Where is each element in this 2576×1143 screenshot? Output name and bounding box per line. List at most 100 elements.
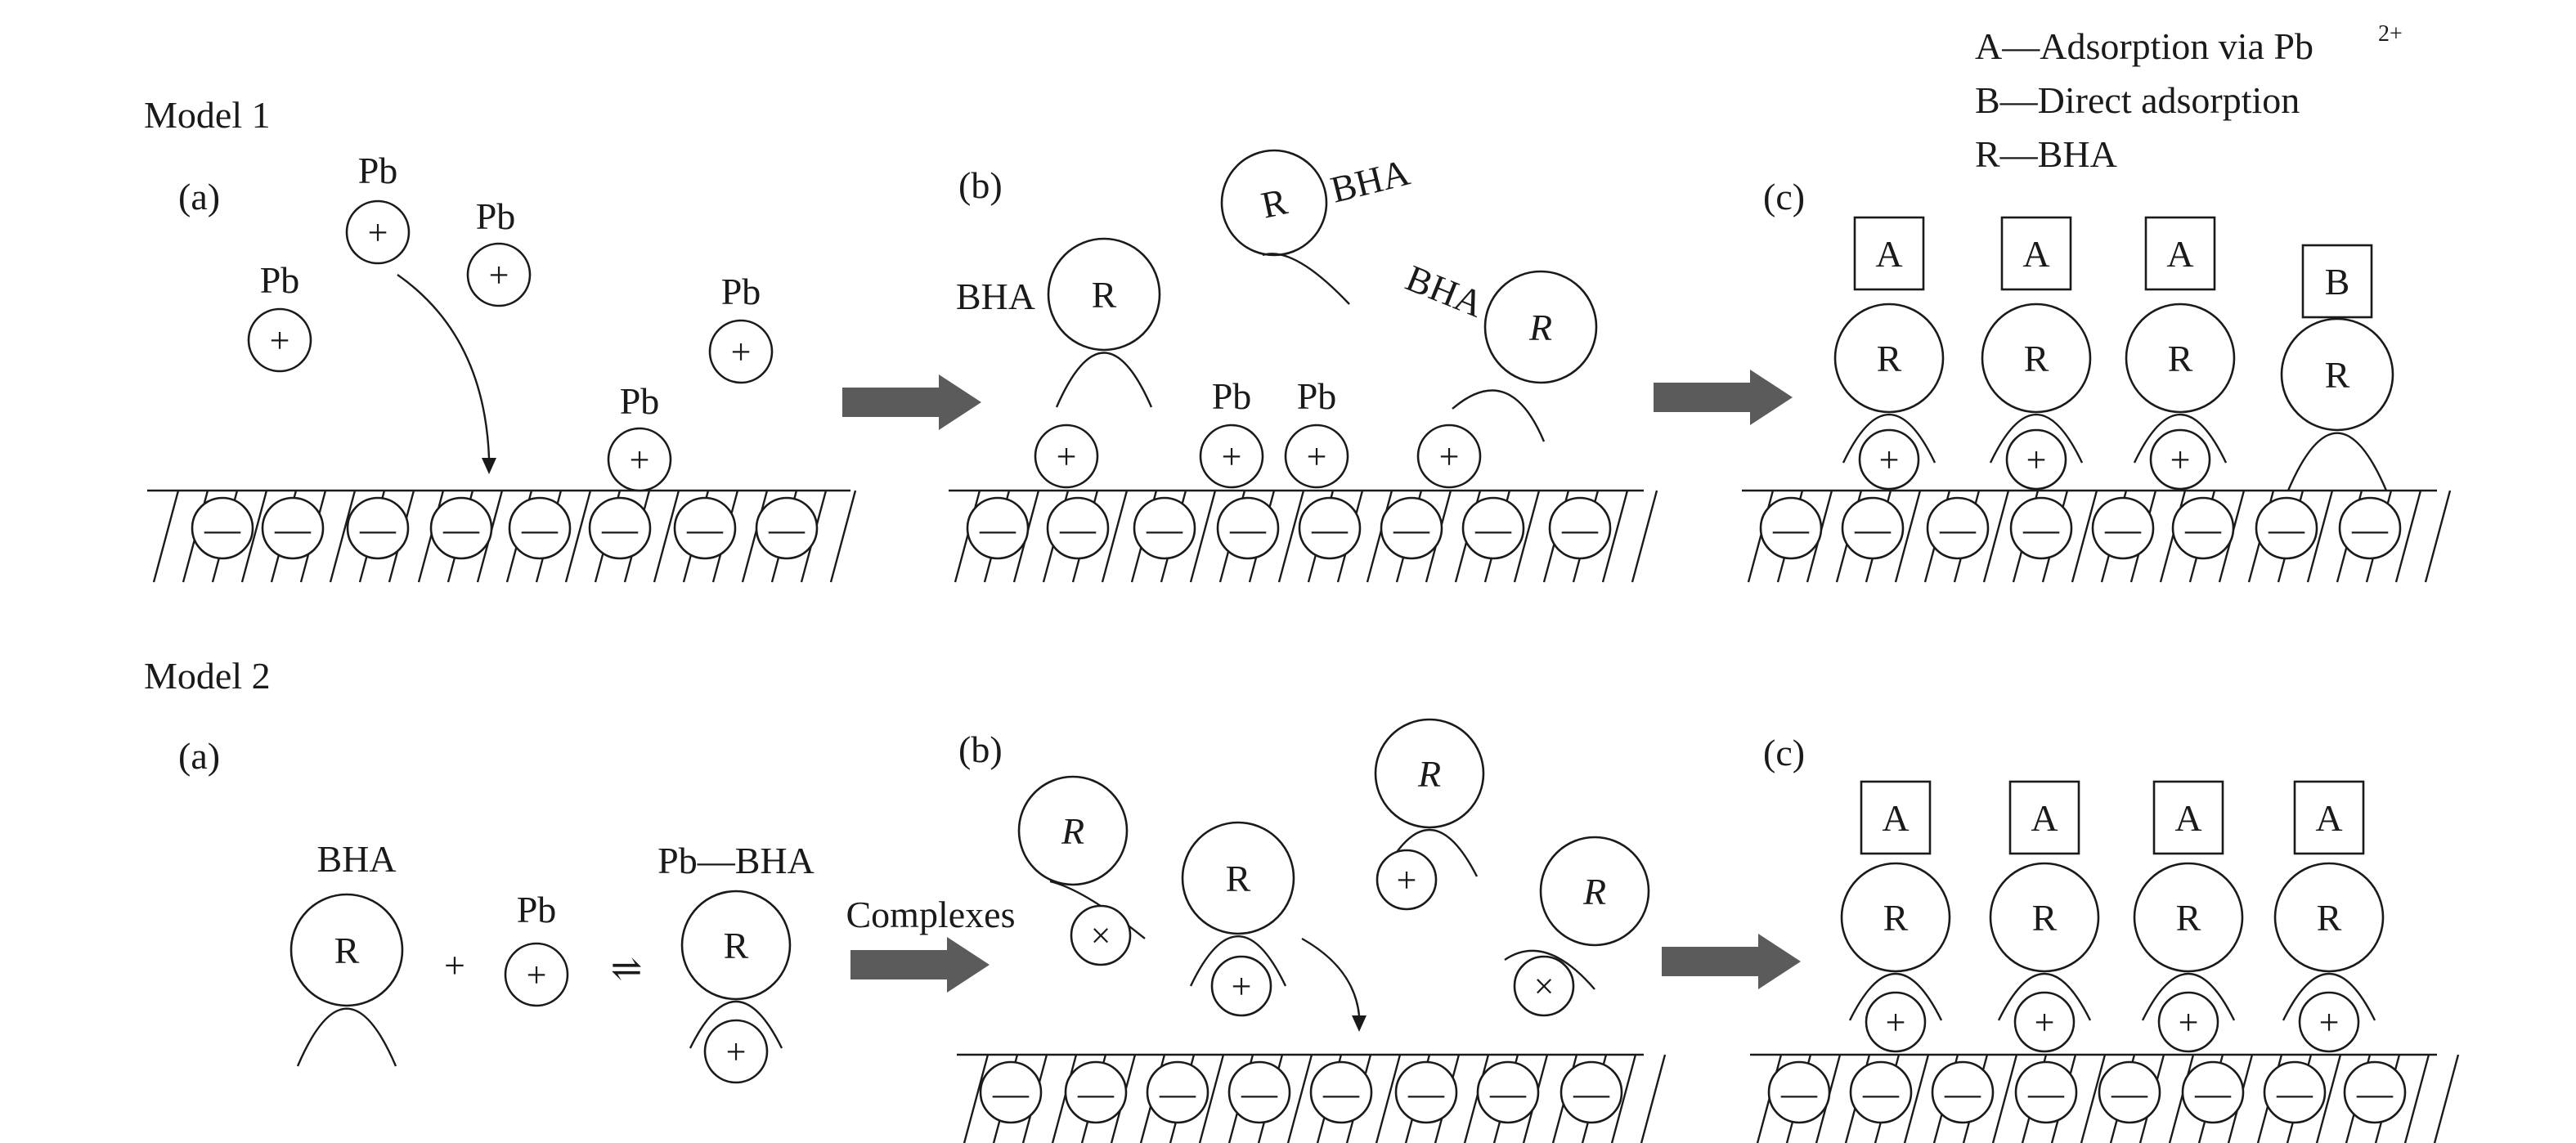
bha-circle: [1539, 836, 1650, 947]
r-label: R: [1528, 307, 1552, 348]
minus-sign: —: [442, 509, 480, 549]
bha-binding-arc: [1997, 973, 2092, 1021]
pb-ion: ×: [1513, 955, 1575, 1017]
negative-ion: [1046, 496, 1110, 560]
negative-ion: [2091, 496, 2155, 560]
minus-sign: —: [1780, 1074, 1818, 1114]
type-box: [1853, 216, 1925, 291]
hatch-line: [2080, 1054, 2107, 1143]
negative-ion: [2014, 1060, 2078, 1124]
adsorption-type-box: A: [2000, 216, 2072, 291]
hatch-line: [2306, 490, 2334, 583]
hatch-line: [152, 490, 180, 583]
negative-ion: [588, 496, 652, 560]
pb-ion-circle: [1199, 424, 1264, 489]
minus-sign: —: [1474, 509, 1512, 549]
hatch-line: [2394, 490, 2422, 583]
negative-ion: [1476, 1060, 1540, 1124]
surface-m1b: ————————: [949, 489, 1658, 583]
bha-circle: [2133, 862, 2244, 973]
bha-binding-arc: [1055, 352, 1153, 408]
hatch-line: [1610, 1054, 1637, 1143]
bha-molecule: R: [2125, 303, 2236, 464]
pb-ion: +: [1416, 424, 1482, 489]
bha-molecule: R: [1047, 237, 1161, 408]
hatch-line: [1991, 1054, 2018, 1143]
hatch-line: [1286, 1054, 1313, 1143]
bha-molecule: R: [2133, 862, 2244, 1021]
pb-ion: +: [1199, 424, 1264, 489]
pb-ion-circle: [2005, 428, 2067, 491]
bha-binding-arc: [1452, 389, 1546, 442]
pb-ion: ×: [1070, 904, 1132, 966]
pb-label: Pb: [476, 195, 516, 237]
r-label: R: [1092, 274, 1117, 316]
pb-ion-circle: [2149, 428, 2211, 491]
pb-ion-circle: [466, 242, 532, 307]
minus-sign: —: [1077, 1074, 1115, 1114]
pb-ion-circle: [703, 1019, 769, 1084]
negative-ion: [979, 1060, 1043, 1124]
plus-sign: +: [2035, 1002, 2055, 1042]
negative-ion: [1931, 1060, 1995, 1124]
type-box: [2144, 216, 2216, 291]
adsorption-type-box: A: [2144, 216, 2216, 291]
bha-molecule: R: [1374, 718, 1485, 877]
pb-ion-circle: [1210, 955, 1272, 1017]
pb-bha-label: Pb—BHA: [657, 840, 815, 881]
pb-ion-circle: [1376, 849, 1438, 911]
bha-molecule: R: [1220, 149, 1350, 305]
type-letter: A: [1875, 233, 1902, 275]
hatch-line: [1277, 490, 1305, 583]
adsorption-type-box: A: [1853, 216, 1925, 291]
pb-ion: +: [2013, 991, 2076, 1053]
bha-circle: [2273, 862, 2385, 973]
hatch-line: [2159, 490, 2187, 583]
pb-ion: +: [607, 427, 672, 492]
adsorption-type-box: B: [2301, 244, 2373, 319]
bha-molecule: R: [2273, 862, 2385, 1021]
minus-sign: —: [1407, 1074, 1445, 1114]
r-label: R: [1877, 338, 1902, 379]
process-arrow: [1654, 370, 1793, 425]
type-letter: A: [2022, 233, 2049, 275]
r-label: R: [2024, 338, 2049, 379]
negative-ion: [1227, 1060, 1291, 1124]
minus-sign: —: [1229, 509, 1267, 549]
bha-binding-arc: [2133, 414, 2228, 464]
hatch-line: [329, 490, 357, 583]
minus-sign: —: [1159, 1074, 1196, 1114]
migration-arrow: [1301, 937, 1361, 1016]
hatch-line: [1894, 490, 1922, 583]
bha-binding-arc: [1504, 949, 1595, 990]
negative-ion: [2343, 1060, 2407, 1124]
hatch-line: [2433, 1054, 2460, 1143]
r-label: R: [334, 930, 360, 971]
r-label: R: [1883, 897, 1909, 939]
negative-ion: [2181, 1060, 2245, 1124]
plus-sign: +: [1232, 966, 1252, 1006]
pb-label: Pb: [517, 889, 557, 930]
pb-ion: +: [1865, 991, 1927, 1053]
minus-sign: —: [1561, 509, 1599, 549]
pb-ion-circle: [2298, 991, 2360, 1053]
plus-sign: +: [1439, 437, 1460, 477]
hatch-line: [1189, 490, 1217, 583]
plus-sign: +: [1057, 437, 1077, 477]
hatch-line: [829, 490, 857, 583]
hatch-line: [2403, 1054, 2430, 1143]
hatch-line: [240, 490, 268, 583]
hatch-line: [2168, 1054, 2195, 1143]
negative-ion: [346, 496, 410, 560]
process-arrow: [842, 374, 981, 430]
plus-sign: +: [1879, 440, 1900, 480]
plus-sign: ×: [1091, 916, 1111, 956]
minus-sign: —: [2111, 1074, 2148, 1114]
pb-ion: +: [2005, 428, 2067, 491]
plus-sign: +: [270, 320, 290, 361]
r-label: R: [724, 925, 749, 966]
minus-sign: —: [1489, 1074, 1527, 1114]
bha-circle: [1374, 718, 1485, 829]
minus-sign: —: [601, 509, 639, 549]
hatch-line: [564, 490, 592, 583]
